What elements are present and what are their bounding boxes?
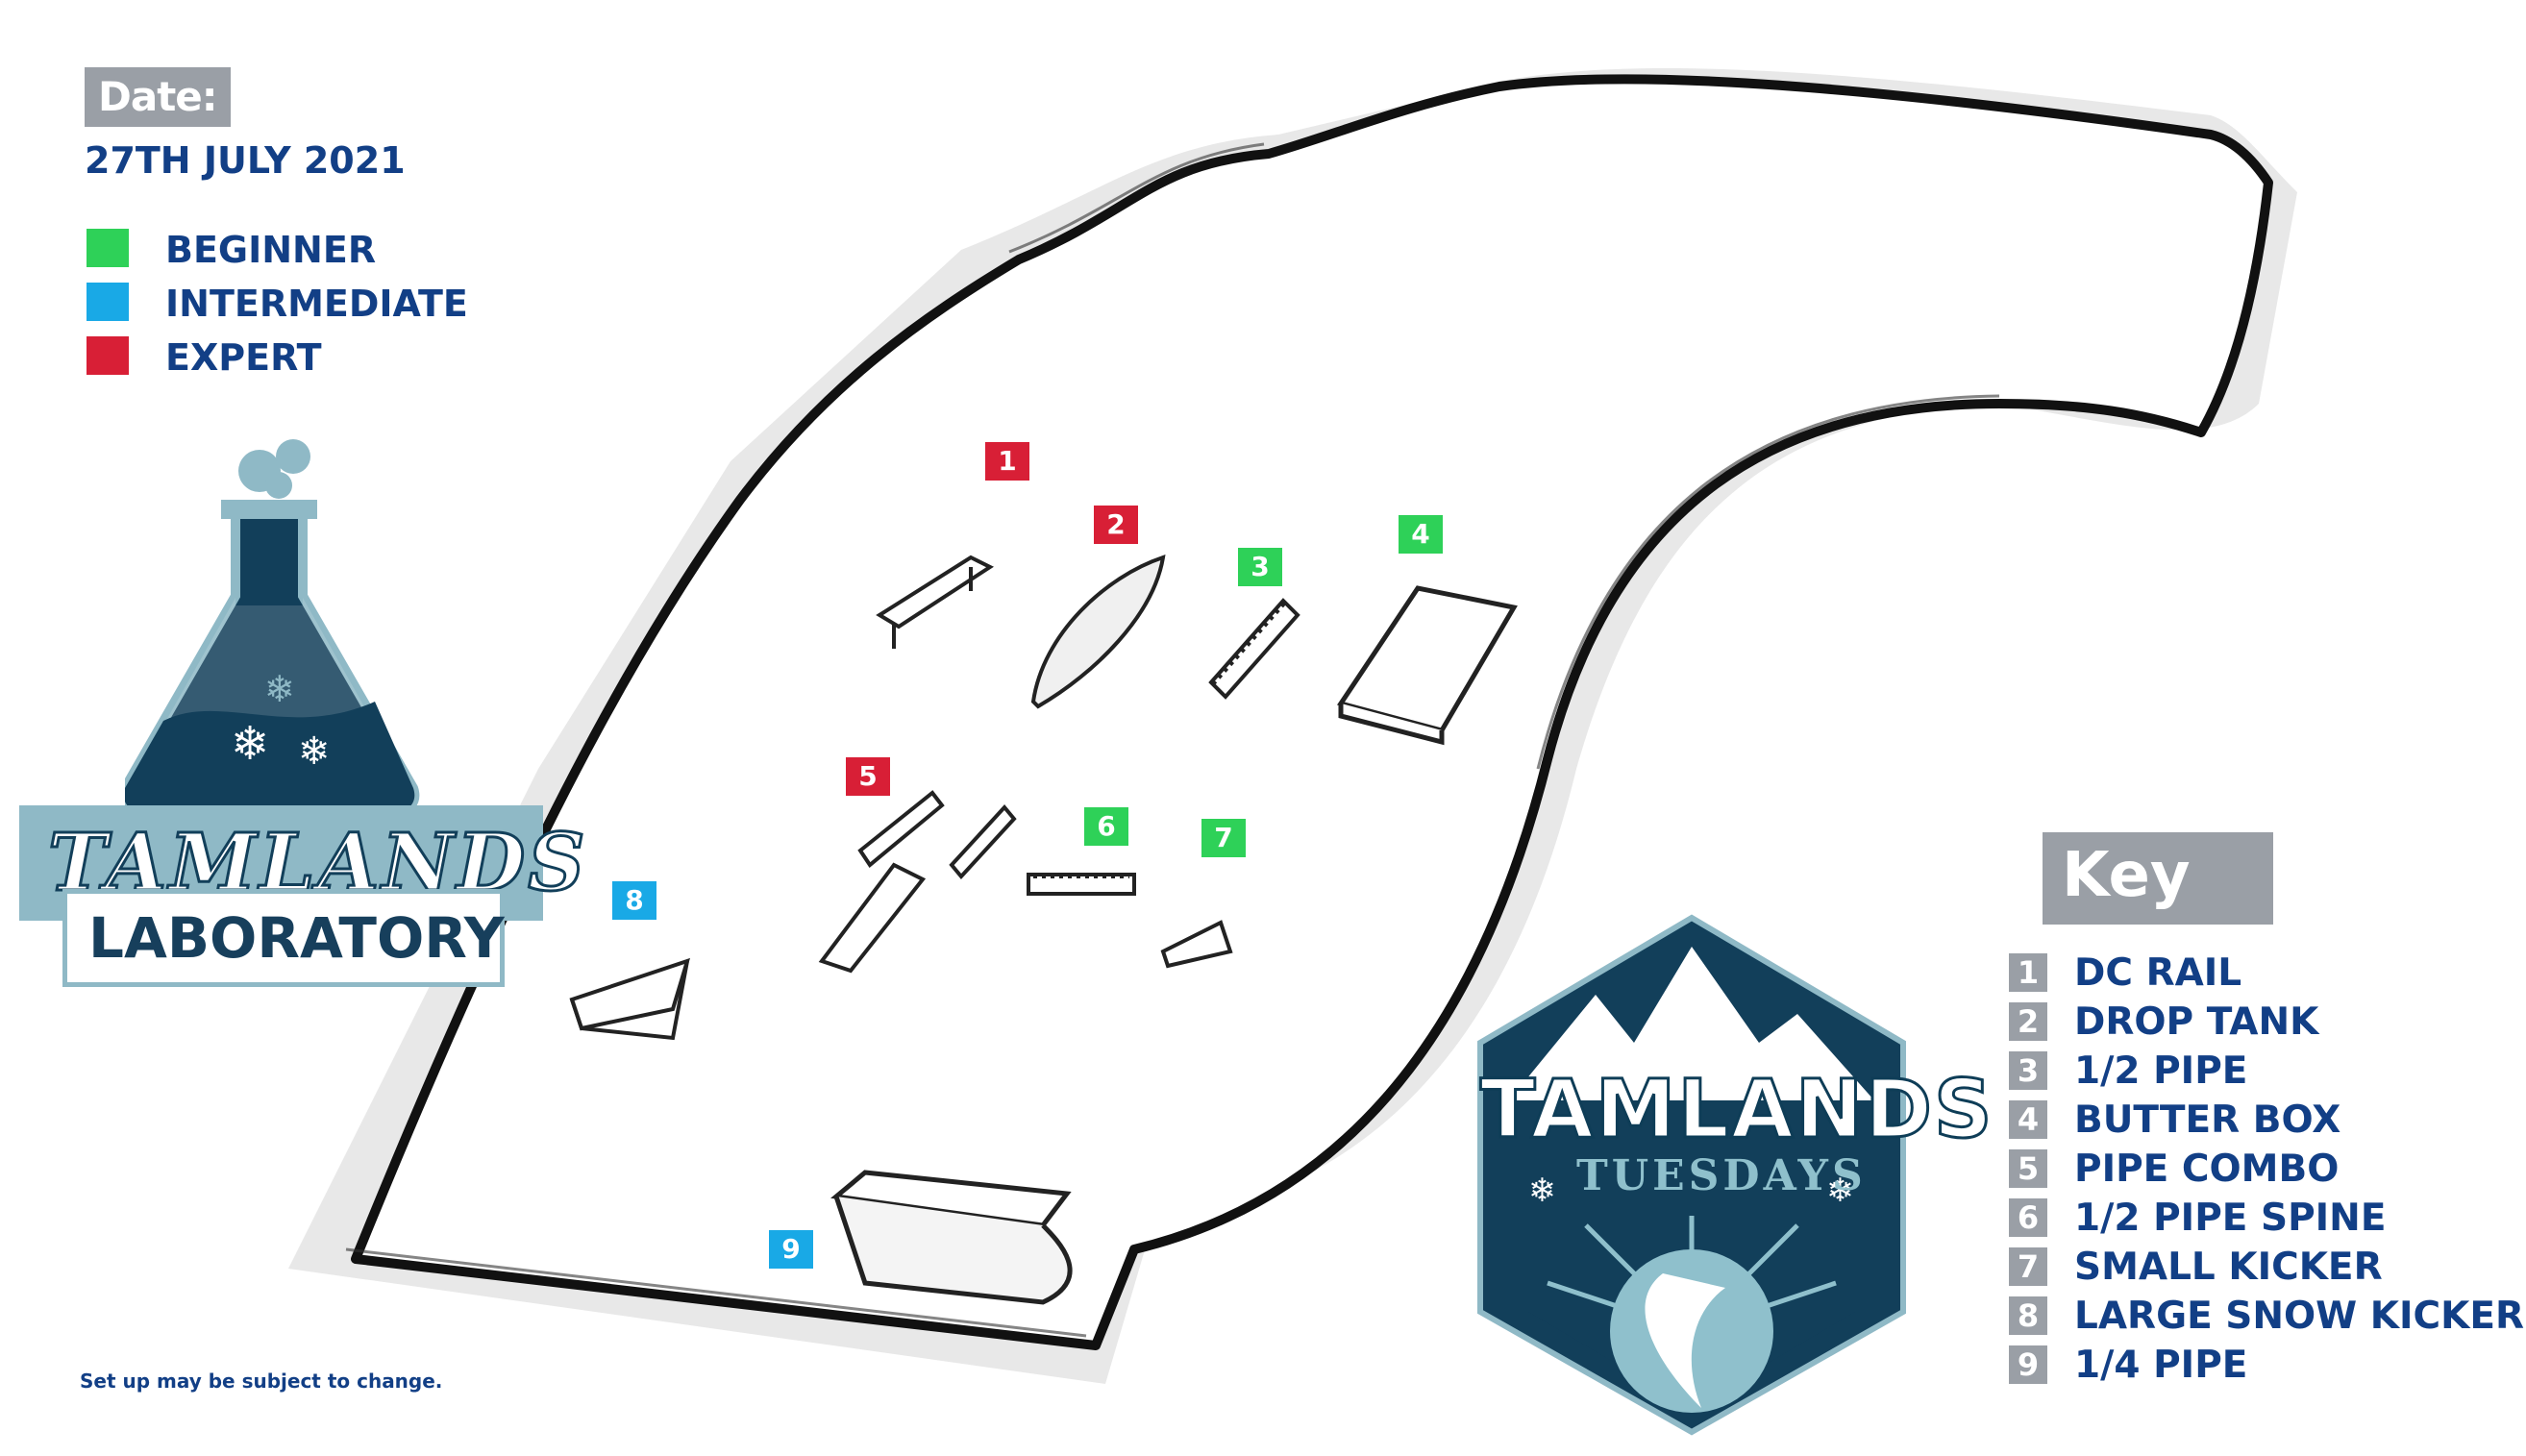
legend-label: INTERMEDIATE [165,283,468,325]
key-item-number: 5 [2009,1149,2047,1188]
legend-swatch [87,336,129,375]
key-item-label: DROP TANK [2074,1000,2319,1044]
quarter-pipe-feature [830,1170,1073,1305]
key-item-label: 1/2 PIPE SPINE [2074,1197,2387,1240]
footer-note: Set up may be subject to change. [80,1370,443,1393]
key-item-label: 1/2 PIPE [2074,1049,2248,1093]
key-item-label: LARGE SNOW KICKER [2074,1295,2525,1338]
key-item-number: 4 [2009,1100,2047,1139]
marker-3: 3 [1238,548,1282,586]
key-item-number: 7 [2009,1247,2047,1286]
legend-label: EXPERT [165,336,322,379]
key-item-label: PIPE COMBO [2074,1148,2340,1191]
tuesdays-logo-title: TAMLANDS [1478,1061,1994,1158]
marker-8: 8 [612,881,656,920]
key-item-label: SMALL KICKER [2074,1246,2383,1289]
key-item-label: DC RAIL [2074,951,2242,995]
key-item-number: 2 [2009,1002,2047,1041]
svg-text:❄: ❄ [1528,1172,1556,1210]
key-item-number: 6 [2009,1198,2047,1237]
flask-icon: ❄ ❄ ❄ [125,439,420,817]
svg-text:❄: ❄ [1826,1172,1854,1210]
small-kicker-feature [1160,920,1233,969]
date-value: 27TH JULY 2021 [85,139,406,182]
tuesdays-logo-subtitle: TUESDAYS [1576,1151,1867,1200]
key-item-number: 8 [2009,1296,2047,1335]
marker-9: 9 [769,1230,813,1269]
marker-4: 4 [1399,515,1443,554]
key-item-label: 1/4 PIPE [2074,1344,2248,1387]
dc-rail-feature [876,555,995,649]
marker-7: 7 [1201,819,1246,857]
svg-text:❄: ❄ [298,729,331,774]
lab-logo-subtitle: LABORATORY [88,905,505,971]
slope-outline [351,74,2273,1350]
marker-1: 1 [985,442,1029,481]
legend-label: BEGINNER [165,229,377,271]
half-pipe-spine-feature [1027,873,1136,896]
legend-swatch [87,283,129,321]
pipe-combo-feature [818,790,1017,974]
key-title: Key [2062,840,2191,911]
key-item-label: BUTTER BOX [2074,1098,2341,1142]
marker-5: 5 [846,757,890,796]
key-item-number: 9 [2009,1345,2047,1384]
marker-6: 6 [1084,807,1128,846]
butter-box-feature [1336,585,1518,746]
tuesdays-badge-icon: ❄ ❄ [1477,914,1906,1436]
svg-text:❄: ❄ [231,717,269,771]
legend-swatch [87,229,129,267]
lab-logo-subtitle-box: LABORATORY [62,889,505,987]
large-snow-kicker-feature [569,957,691,1041]
key-item-number: 3 [2009,1051,2047,1090]
key-item-number: 1 [2009,953,2047,992]
drop-tank-feature [1030,555,1166,709]
marker-2: 2 [1094,506,1138,544]
date-label: Date: [98,73,218,120]
slope-outline-sketch [345,142,2000,1338]
half-pipe-feature [1208,598,1300,700]
key-title-tab: Key [2043,832,2273,925]
date-label-tab: Date: [85,67,231,127]
svg-text:❄: ❄ [264,668,295,710]
